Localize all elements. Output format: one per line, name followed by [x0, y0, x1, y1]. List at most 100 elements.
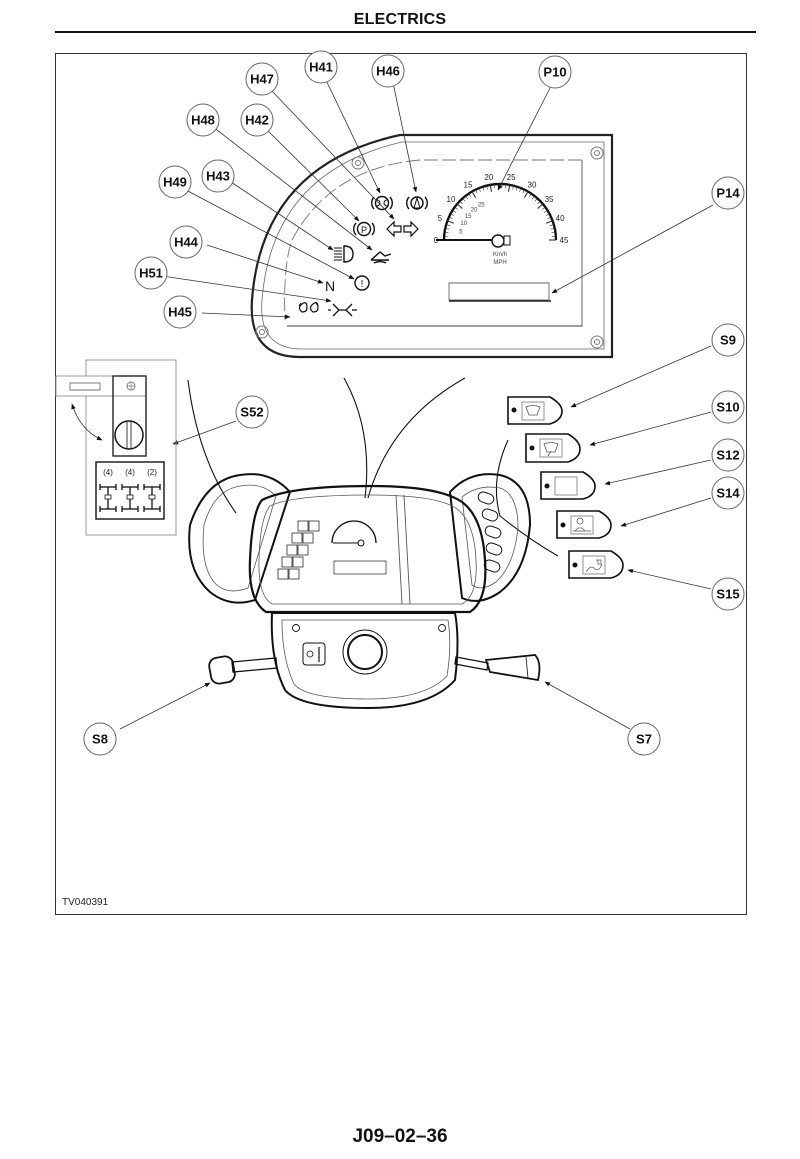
speedometer-mph-label: 5 — [438, 214, 443, 223]
callout-s12: S12 — [711, 438, 745, 472]
callout-label: S8 — [92, 732, 108, 747]
mini-indicator-lamp — [292, 556, 304, 568]
mini-indicator-lamp — [286, 544, 298, 556]
turn-signal-right-icon — [403, 220, 419, 238]
screw-icon — [351, 156, 365, 170]
neutral-lamp-glyph: N — [325, 278, 335, 294]
speedometer-kmh-label: 20 — [471, 207, 478, 213]
speedometer-mph-label: 25 — [507, 173, 516, 182]
screw-icon — [255, 325, 269, 339]
low-fluid-lamp-icon — [370, 251, 392, 264]
callout-label: H48 — [191, 113, 215, 128]
figure-frame — [55, 53, 747, 915]
speedometer-tick — [507, 184, 511, 192]
parking-brake-glyph: P — [361, 225, 367, 235]
callout-h47: H47 — [245, 62, 279, 96]
mini-indicator-lamp — [288, 568, 300, 580]
callout-p14: P14 — [711, 176, 745, 210]
callout-label: H42 — [245, 113, 269, 128]
callout-label: H41 — [309, 60, 333, 75]
speedometer-tick — [486, 185, 488, 190]
speedometer-tick — [471, 191, 476, 198]
speedometer-tick — [452, 210, 457, 213]
speedometer-tick — [524, 191, 529, 198]
speedometer-tick — [534, 198, 538, 202]
h46-lamp-icon — [406, 196, 428, 210]
diff-lock-lamp-icon — [328, 303, 357, 317]
screw-icon — [590, 335, 604, 349]
speedometer-tick — [454, 206, 459, 210]
dashboard-assembly — [187, 377, 559, 710]
speedometer-unit-mph: MPH — [493, 260, 506, 266]
speedometer-tick — [541, 206, 546, 210]
speedometer-tick — [528, 193, 532, 198]
mini-indicator-lamp — [291, 532, 303, 544]
warning-lamp-icon — [354, 275, 370, 291]
s14-work-light-switch-icon — [556, 510, 612, 539]
speedometer-tick — [512, 185, 514, 190]
pod-switch — [484, 525, 502, 539]
rocker-switch-callouts — [507, 396, 624, 579]
s7-lever-stalk — [454, 654, 541, 682]
callout-h44: H44 — [169, 225, 203, 259]
callout-p10: P10 — [538, 55, 572, 89]
s15-switch-icon — [568, 550, 624, 579]
s12-switch-icon — [540, 471, 596, 500]
speedometer-tick — [450, 213, 455, 216]
callout-label: H46 — [376, 64, 400, 79]
pod-switch — [481, 508, 499, 522]
speedometer-tick — [550, 228, 555, 230]
callout-label: P10 — [543, 65, 566, 80]
speedometer-mph-label: 45 — [560, 236, 569, 245]
leader-lines — [119, 77, 714, 730]
speedometer-tick — [489, 184, 493, 192]
s9-wiper-switch-icon — [507, 396, 563, 425]
speedometer-tick — [537, 200, 541, 205]
parking-brake-lamp-icon — [353, 221, 375, 237]
callout-h42: H42 — [240, 103, 274, 137]
screw-icon — [590, 146, 604, 160]
callout-label: H44 — [174, 235, 199, 250]
callout-label: H47 — [250, 72, 274, 87]
mini-indicator-lamp — [277, 568, 289, 580]
speedometer-tick — [543, 210, 548, 213]
mini-indicator-lamp — [308, 520, 320, 532]
callout-s8: S8 — [83, 722, 117, 756]
speedometer-tick — [446, 224, 451, 226]
headlight-lamp-icon — [334, 245, 354, 263]
indicator-lamps: P N ! — [298, 195, 428, 317]
speedometer-tick — [447, 220, 455, 224]
speedometer-kmh-label: 10 — [460, 221, 467, 227]
speedometer-mph-label: 15 — [464, 181, 473, 190]
callout-label: S14 — [716, 486, 740, 501]
callout-label: S52 — [240, 405, 263, 420]
hour-meter-display — [448, 282, 551, 302]
speedometer-tick — [549, 224, 554, 226]
speedometer-tick — [445, 228, 450, 230]
speedometer-unit-kmh: Km/h — [493, 252, 507, 258]
speedometer-tick — [468, 193, 472, 198]
speedometer-tick — [482, 186, 485, 191]
axle-icon — [121, 484, 139, 512]
callout-s52: S52 — [235, 395, 269, 429]
speedometer-tick — [478, 187, 481, 192]
callout-s14: S14 — [711, 476, 745, 510]
pod-switch — [485, 542, 503, 556]
pod-switch — [477, 491, 495, 505]
speedometer-mph-label: 40 — [556, 214, 565, 223]
mini-indicator-lamp — [281, 556, 293, 568]
speedometer-mph-label: 35 — [545, 195, 554, 204]
speedometer-tick — [547, 216, 552, 220]
callout-label: S15 — [716, 587, 739, 602]
callout-h49: H49 — [158, 165, 192, 199]
drive-mode-axle-icons — [99, 484, 161, 512]
s8-lever-stalk — [208, 655, 278, 685]
speedometer-kmh-label: 5 — [459, 229, 463, 235]
s52-detail-inset — [55, 359, 177, 536]
speedometer-tick — [545, 220, 553, 224]
callout-label: S7 — [636, 732, 652, 747]
drive-mode-label-1: (4) — [103, 468, 113, 477]
callout-h51: H51 — [134, 256, 168, 290]
